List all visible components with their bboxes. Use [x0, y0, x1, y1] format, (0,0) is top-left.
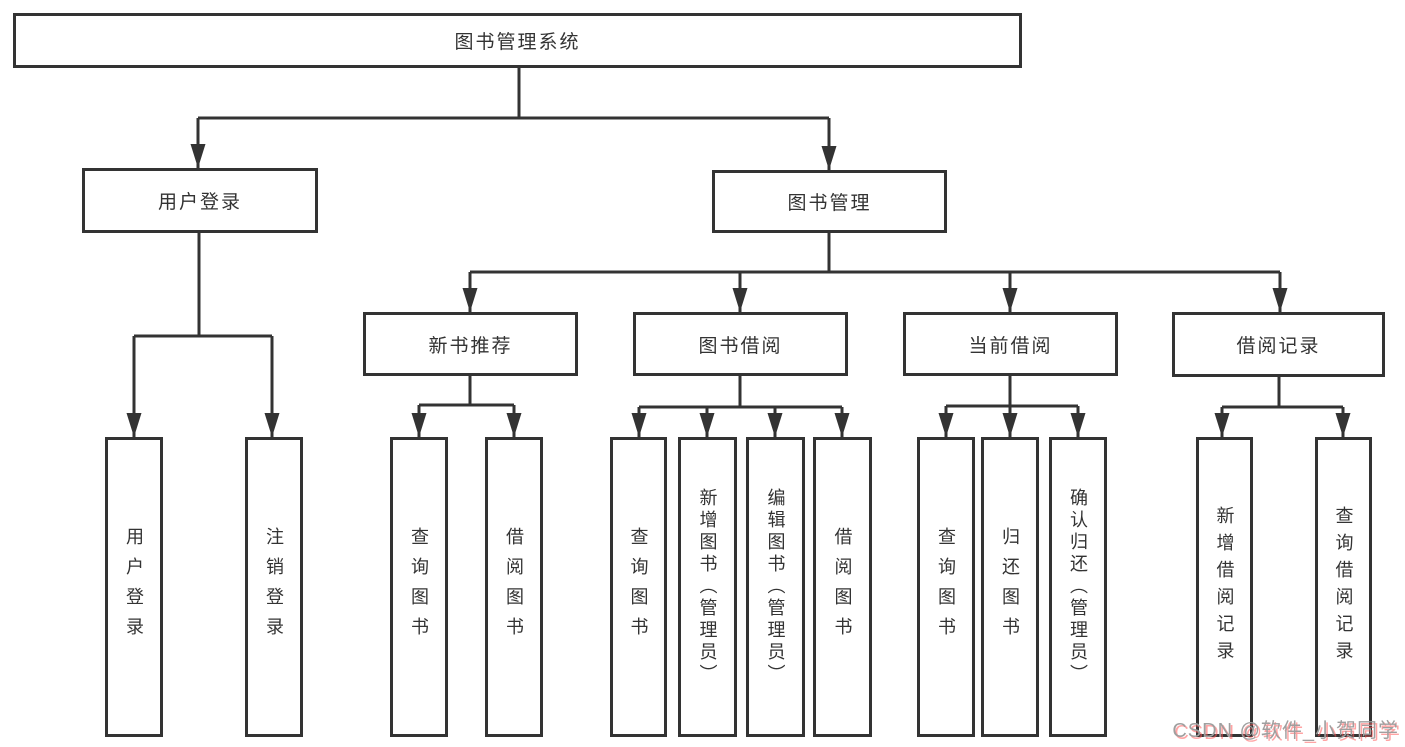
leaf-add-books-admin: 新增图书（管理员）	[678, 437, 737, 737]
node-new-book-recommendation: 新书推荐	[363, 312, 578, 376]
node-user-login: 用户登录	[82, 168, 318, 233]
leaf-add-borrow-record: 新增借阅记录	[1196, 437, 1253, 737]
leaf-query-books-borrowing: 查询图书	[610, 437, 667, 737]
arrowheads	[126, 144, 1351, 437]
leaf-borrow-books-borrowing: 借阅图书	[813, 437, 872, 737]
node-book-management: 图书管理	[712, 170, 947, 233]
leaf-borrow-books-recommend: 借阅图书	[485, 437, 543, 737]
leaf-edit-books-admin: 编辑图书（管理员）	[746, 437, 805, 737]
node-borrowing-records: 借阅记录	[1172, 312, 1385, 377]
leaf-query-borrow-record: 查询借阅记录	[1315, 437, 1372, 737]
leaf-query-books-current: 查询图书	[917, 437, 975, 737]
leaf-user-login: 用户登录	[105, 437, 163, 737]
node-book-borrowing: 图书借阅	[633, 312, 848, 376]
node-current-borrowing: 当前借阅	[903, 312, 1118, 376]
node-library-system: 图书管理系统	[13, 13, 1022, 68]
leaf-return-books: 归还图书	[981, 437, 1039, 737]
leaf-confirm-return-admin: 确认归还（管理员）	[1049, 437, 1107, 737]
leaf-query-books-recommend: 查询图书	[390, 437, 448, 737]
leaf-logout: 注销登录	[245, 437, 303, 737]
csdn-watermark: CSDN @软件_小贺同学	[1172, 720, 1399, 742]
